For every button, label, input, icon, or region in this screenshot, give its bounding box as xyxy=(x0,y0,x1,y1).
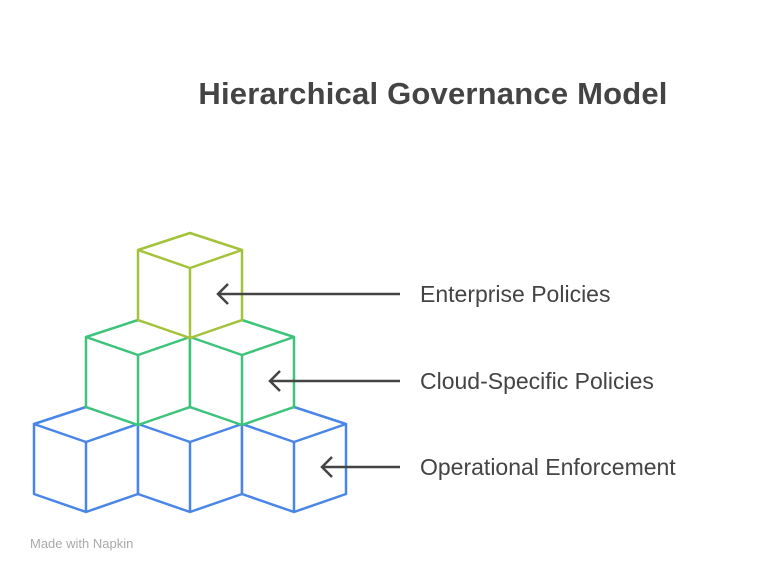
cube xyxy=(136,405,244,514)
diagram-title: Hierarchical Governance Model xyxy=(198,76,668,111)
cube xyxy=(136,231,244,340)
label-operational-enforcement: Operational Enforcement xyxy=(420,454,676,480)
cube xyxy=(84,318,192,427)
label-cloud-specific-policies: Cloud-Specific Policies xyxy=(420,368,654,394)
cube xyxy=(32,405,140,514)
arrow-1 xyxy=(216,283,400,305)
arrow-3 xyxy=(320,456,400,478)
napkin-watermark: Made with Napkin xyxy=(30,536,134,551)
label-enterprise-policies: Enterprise Policies xyxy=(420,281,611,307)
arrow-2 xyxy=(268,370,400,392)
